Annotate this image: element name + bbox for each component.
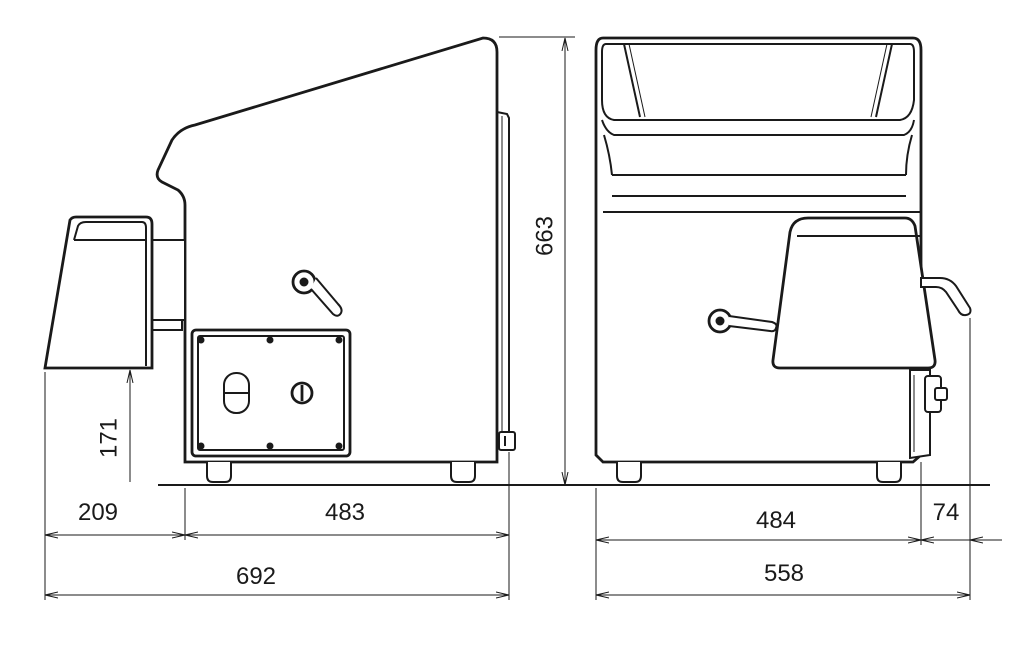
side-neck-shaft <box>151 319 183 331</box>
dimension-lines <box>44 36 1002 600</box>
dim-label-74: 74 <box>933 499 960 526</box>
side-lever <box>291 269 343 317</box>
front-feet <box>616 462 902 483</box>
front-band-sides <box>603 134 913 176</box>
hopper-slopes <box>623 43 893 118</box>
dim-label-692: 692 <box>236 563 276 590</box>
side-feet <box>206 462 476 483</box>
side-neck <box>151 239 186 321</box>
dim-label-484: 484 <box>756 507 796 534</box>
hopper-slopes-inner <box>628 43 888 118</box>
rear-latch <box>498 431 516 451</box>
front-mincer-head <box>771 216 937 370</box>
rear-door-panel <box>496 111 510 443</box>
front-spout <box>920 277 972 317</box>
dim-label-171: 171 <box>95 418 122 458</box>
mincer-head <box>43 215 154 370</box>
front-side-mechanism <box>909 369 948 460</box>
dim-label-558: 558 <box>764 560 804 587</box>
front-lever <box>707 308 778 334</box>
dim-label-483: 483 <box>325 499 365 526</box>
front-view <box>594 36 972 483</box>
dimension-labels: 171 663 209 483 692 484 74 558 <box>78 216 959 590</box>
dim-label-663: 663 <box>531 216 558 256</box>
mincer-head-inner <box>73 221 147 366</box>
hopper-tray <box>601 43 915 121</box>
side-view <box>43 36 990 486</box>
motor-panel <box>190 328 352 458</box>
hopper-lip <box>601 119 915 136</box>
dim-label-209: 209 <box>78 499 118 526</box>
